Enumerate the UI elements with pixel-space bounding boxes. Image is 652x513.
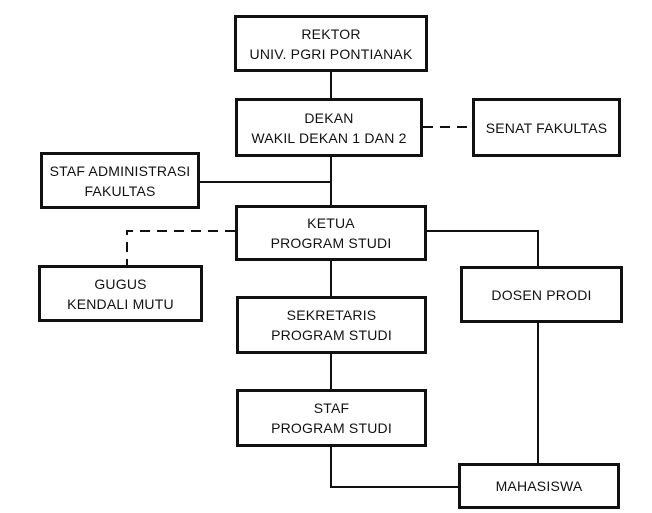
box-dekan-line2: WAKIL DEKAN 1 DAN 2 — [251, 129, 407, 146]
box-staf-administrasi-line1: STAF ADMINISTRASI — [49, 162, 191, 179]
box-staf-administrasi-line2: FAKULTAS — [84, 182, 156, 199]
box-staf-administrasi: STAF ADMINISTRASI FAKULTAS — [40, 152, 200, 209]
box-mahasiswa-line1: MAHASISWA — [495, 478, 583, 494]
box-senat-fakultas-line1: SENAT FAKULTAS — [485, 119, 608, 136]
box-mahasiswa: MAHASISWA — [458, 463, 620, 509]
box-rektor-line1: REKTOR — [301, 25, 361, 42]
box-senat-fakultas: SENAT FAKULTAS — [472, 98, 621, 157]
box-gugus-line1: GUGUS — [94, 275, 147, 292]
box-sekretaris-line1: SEKRETARIS — [286, 307, 377, 323]
box-gugus-line2: KENDALI MUTU — [67, 295, 174, 312]
box-staf-program-studi: STAF PROGRAM STUDI — [236, 389, 427, 447]
box-dekan-line1: DEKAN — [304, 109, 354, 126]
box-sekretaris-line2: PROGRAM STUDI — [271, 327, 392, 343]
box-dosen-line1: DOSEN PRODI — [491, 286, 592, 303]
box-rektor-line2: UNIV. PGRI PONTIANAK — [249, 45, 413, 62]
box-rektor: REKTOR UNIV. PGRI PONTIANAK — [234, 15, 428, 72]
box-staf-prodi-line2: PROGRAM STUDI — [271, 420, 392, 436]
box-dosen-prodi: DOSEN PRODI — [460, 266, 623, 323]
box-dekan: DEKAN WAKIL DEKAN 1 DAN 2 — [235, 98, 423, 157]
box-staf-prodi-line1: STAF — [313, 400, 350, 416]
box-sekretaris-program-studi: SEKRETARIS PROGRAM STUDI — [236, 296, 427, 354]
box-ketua-line1: KETUA — [307, 215, 355, 231]
box-ketua-program-studi: KETUA PROGRAM STUDI — [235, 205, 427, 261]
box-gugus-kendali-mutu: GUGUS KENDALI MUTU — [38, 265, 203, 322]
connector-ketua-dosen — [427, 230, 539, 266]
dashed-connector-ketua-gugus — [126, 230, 235, 265]
box-ketua-line2: PROGRAM STUDI — [270, 235, 392, 251]
connector-staf-mahasiswa — [330, 447, 458, 488]
